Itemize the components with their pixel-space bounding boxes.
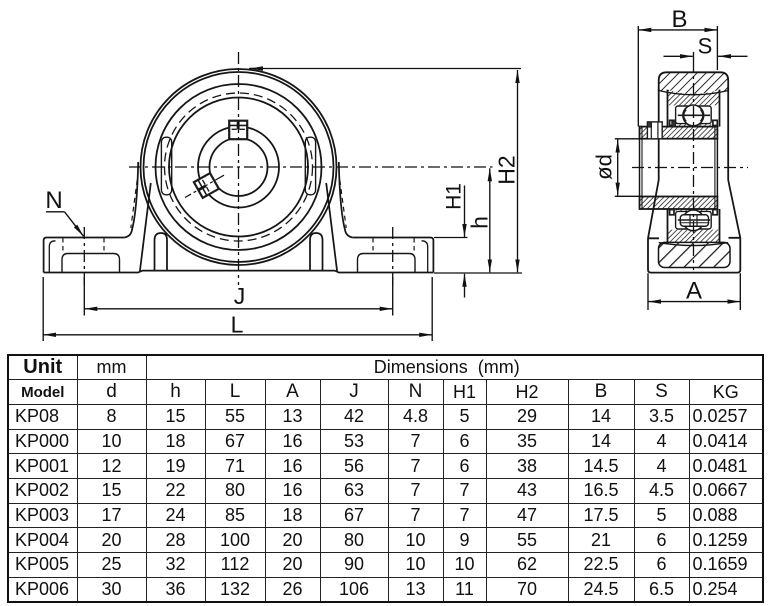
svg-text:J: J	[234, 283, 246, 309]
svg-text:N: N	[45, 187, 62, 214]
svg-text:A: A	[686, 278, 702, 305]
svg-text:H1: H1	[443, 183, 466, 210]
svg-text:ød: ød	[592, 154, 617, 180]
svg-text:B: B	[671, 6, 687, 33]
svg-text:S: S	[698, 34, 713, 59]
svg-text:L: L	[231, 312, 244, 338]
svg-text:H2: H2	[494, 155, 520, 184]
svg-text:h: h	[467, 216, 493, 229]
